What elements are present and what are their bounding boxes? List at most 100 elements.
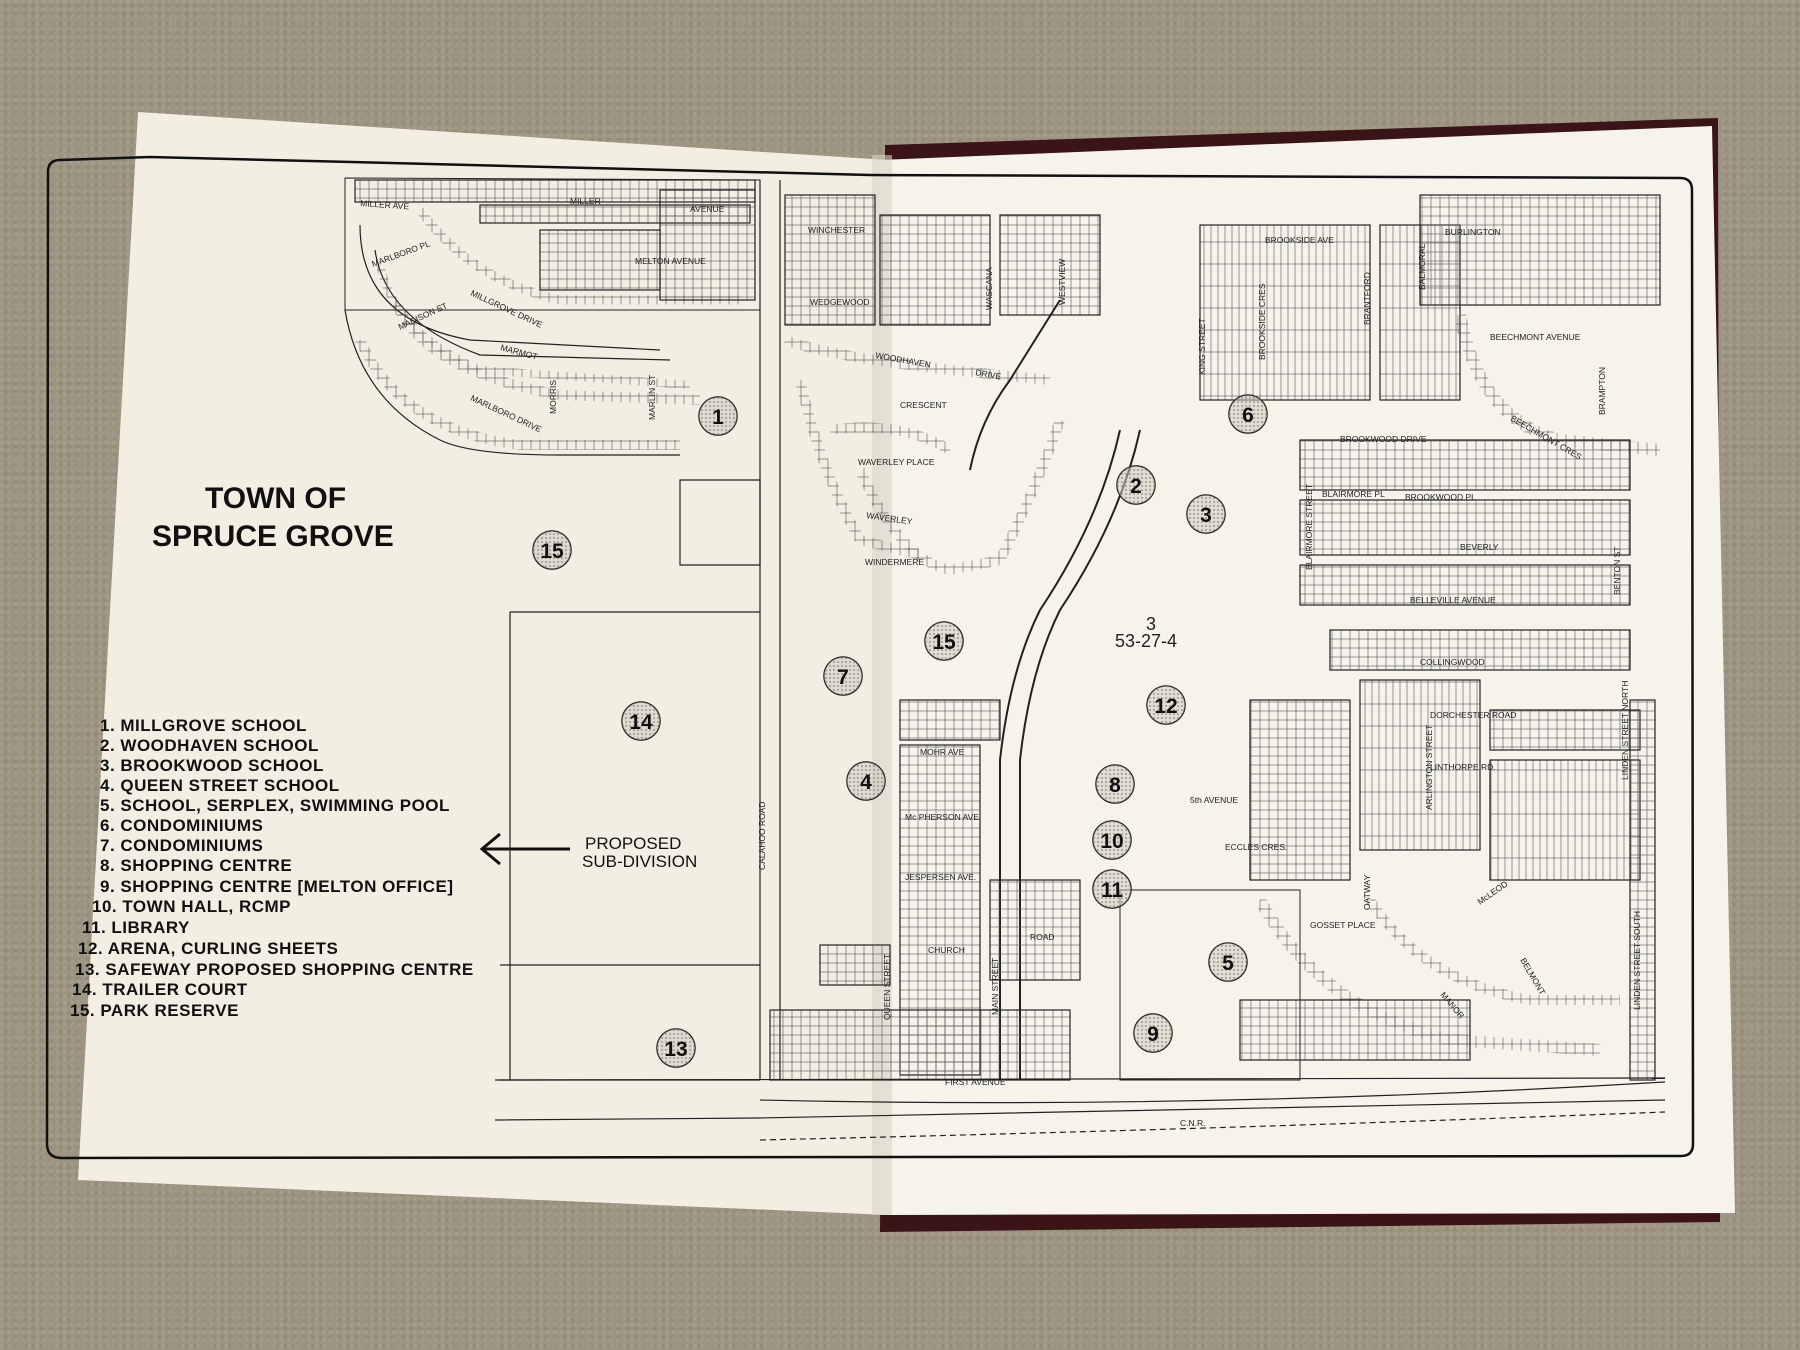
street-label: KING STREET [1197,318,1207,375]
map-frame [45,155,1695,1160]
street-label: OATWAY [1362,874,1372,910]
legend-item: 7. CONDOMINIUMS [100,836,263,855]
left-page [78,112,888,1215]
marker-label: 2 [1130,475,1142,498]
proposed-label-line1: PROPOSED [585,834,681,853]
street-label: MARLIN ST [647,375,657,420]
marker-label: 7 [837,666,849,689]
street-label: GOSSET PLACE [1310,920,1376,930]
street-label: BEECHMONT AVENUE [1490,332,1581,342]
street-label: BROOKSIDE AVE [1265,235,1334,245]
legend-item: 12. ARENA, CURLING SHEETS [78,939,338,958]
legend-item: 8. SHOPPING CENTRE [100,856,292,875]
marker-label: 1 [712,406,724,429]
street-label: BRANTFORD [1362,272,1372,325]
right-page [880,126,1735,1215]
legend-item: 2. WOODHAVEN SCHOOL [100,736,319,755]
legend-item: 15. PARK RESERVE [70,1001,239,1020]
street-label: BROOKWOOD DRIVE [1340,434,1427,444]
proposed-subdivision-callout: PROPOSED SUB-DIVISION [479,832,697,871]
street-label: COLLINGWOOD [1420,657,1485,667]
marker-label: 12 [1154,695,1177,718]
marker-label: 4 [860,771,872,794]
map-marker: 13 [656,1028,696,1068]
street-label: ECCLES CRES. [1225,842,1287,852]
street-label: DRIVE [975,367,1003,381]
map-marker: 5 [1208,942,1248,982]
legend-item: 1. MILLGROVE SCHOOL [100,716,307,735]
street-label: WESTVIEW [1057,259,1067,305]
street-label: BRAMPTON [1597,367,1607,415]
marker-label: 8 [1109,774,1121,797]
legend: 1. MILLGROVE SCHOOL 2. WOODHAVEN SCHOOL … [70,716,474,1020]
street-label: 5th AVENUE [1190,795,1238,805]
legend-item: 9. SHOPPING CENTRE [MELTON OFFICE] [100,877,454,896]
street-label: MELTON AVENUE [635,256,706,266]
street-label: MILLER AVE [360,198,410,211]
map-linework [344,177,1666,1141]
street-label: Mc PHERSON AVE. [905,812,981,822]
street-label: C.N.R. [1180,1118,1206,1128]
marker-label: 9 [1147,1023,1159,1046]
street-label: LINDEN STREET NORTH [1620,681,1630,780]
street-label: WASCANA [984,267,994,310]
legend-item: 5. SCHOOL, SERPLEX, SWIMMING POOL [100,796,450,815]
street-label: LINTHORPE RD. [1430,762,1496,772]
marker-label: 13 [664,1038,687,1061]
map-marker: 8 [1095,764,1135,804]
legend-item: 10. TOWN HALL, RCMP [92,897,291,916]
legend-item: 6. CONDOMINIUMS [100,816,263,835]
map-marker: 6 [1228,394,1268,434]
street-label: QUEEN STREET [882,954,892,1020]
legend-item: 13. SAFEWAY PROPOSED SHOPPING CENTRE [75,960,474,979]
street-label: ROAD [1030,932,1055,942]
legend-item: 14. TRAILER COURT [72,980,248,999]
street-label: BEVERLY [1460,542,1499,552]
map-marker: 11 [1092,869,1132,909]
street-label: BLAIRMORE STREET [1304,484,1314,570]
map-marker: 2 [1116,465,1156,505]
legend-item: 3. BROOKWOOD SCHOOL [100,756,324,775]
street-label: CHURCH [928,945,965,955]
map-marker: 12 [1146,685,1186,725]
map-marker: 7 [823,656,863,696]
street-label: LINDEN STREET SOUTH [1632,911,1642,1010]
street-label: CRESCENT [900,400,947,410]
marker-label: 15 [540,540,564,563]
section-number: 3 [1146,614,1156,634]
legend-item: 4. QUEEN STREET SCHOOL [100,776,340,795]
map-marker: 10 [1092,820,1132,860]
street-label: BURLINGTON [1445,227,1501,237]
map-marker: 1 [698,396,738,436]
street-label: MORRIS [548,380,558,414]
street-label: BROOKSIDE CRES [1257,283,1267,360]
township-label: 53-27-4 [1115,631,1177,651]
proposed-label-line2: SUB-DIVISION [582,852,697,871]
street-label: BALMORAL [1417,243,1427,290]
marker-label: 10 [1100,830,1123,853]
map-marker: 15 [924,621,964,661]
street-label: CALAHOO ROAD [757,802,767,871]
map-title-line2: SPRUCE GROVE [152,520,394,553]
street-label: FIRST AVENUE [945,1077,1006,1087]
street-label: AVENUE [690,204,725,214]
street-label: JESPERSEN AVE. [905,872,976,882]
street-label: BELLEVILLE AVENUE [1410,595,1496,605]
marker-label: 3 [1200,504,1212,527]
street-label: WEDGEWOOD [810,297,870,307]
marker-label: 11 [1101,879,1124,902]
street-label: WINCHESTER [808,225,865,235]
map-marker: 3 [1186,494,1226,534]
map-marker: 14 [621,701,661,741]
street-label: MOHR AVE [920,747,965,757]
marker-label: 14 [629,711,653,734]
marker-label: 15 [932,631,956,654]
marker-label: 6 [1242,404,1254,427]
street-label: BROOKWOOD PL [1405,492,1476,502]
street-label: WINDERMERE [865,557,924,567]
left-arrow-icon [479,832,570,866]
map-marker: 15 [532,530,572,570]
street-label: BENTON ST [1612,547,1622,596]
map-marker: 4 [846,761,886,801]
